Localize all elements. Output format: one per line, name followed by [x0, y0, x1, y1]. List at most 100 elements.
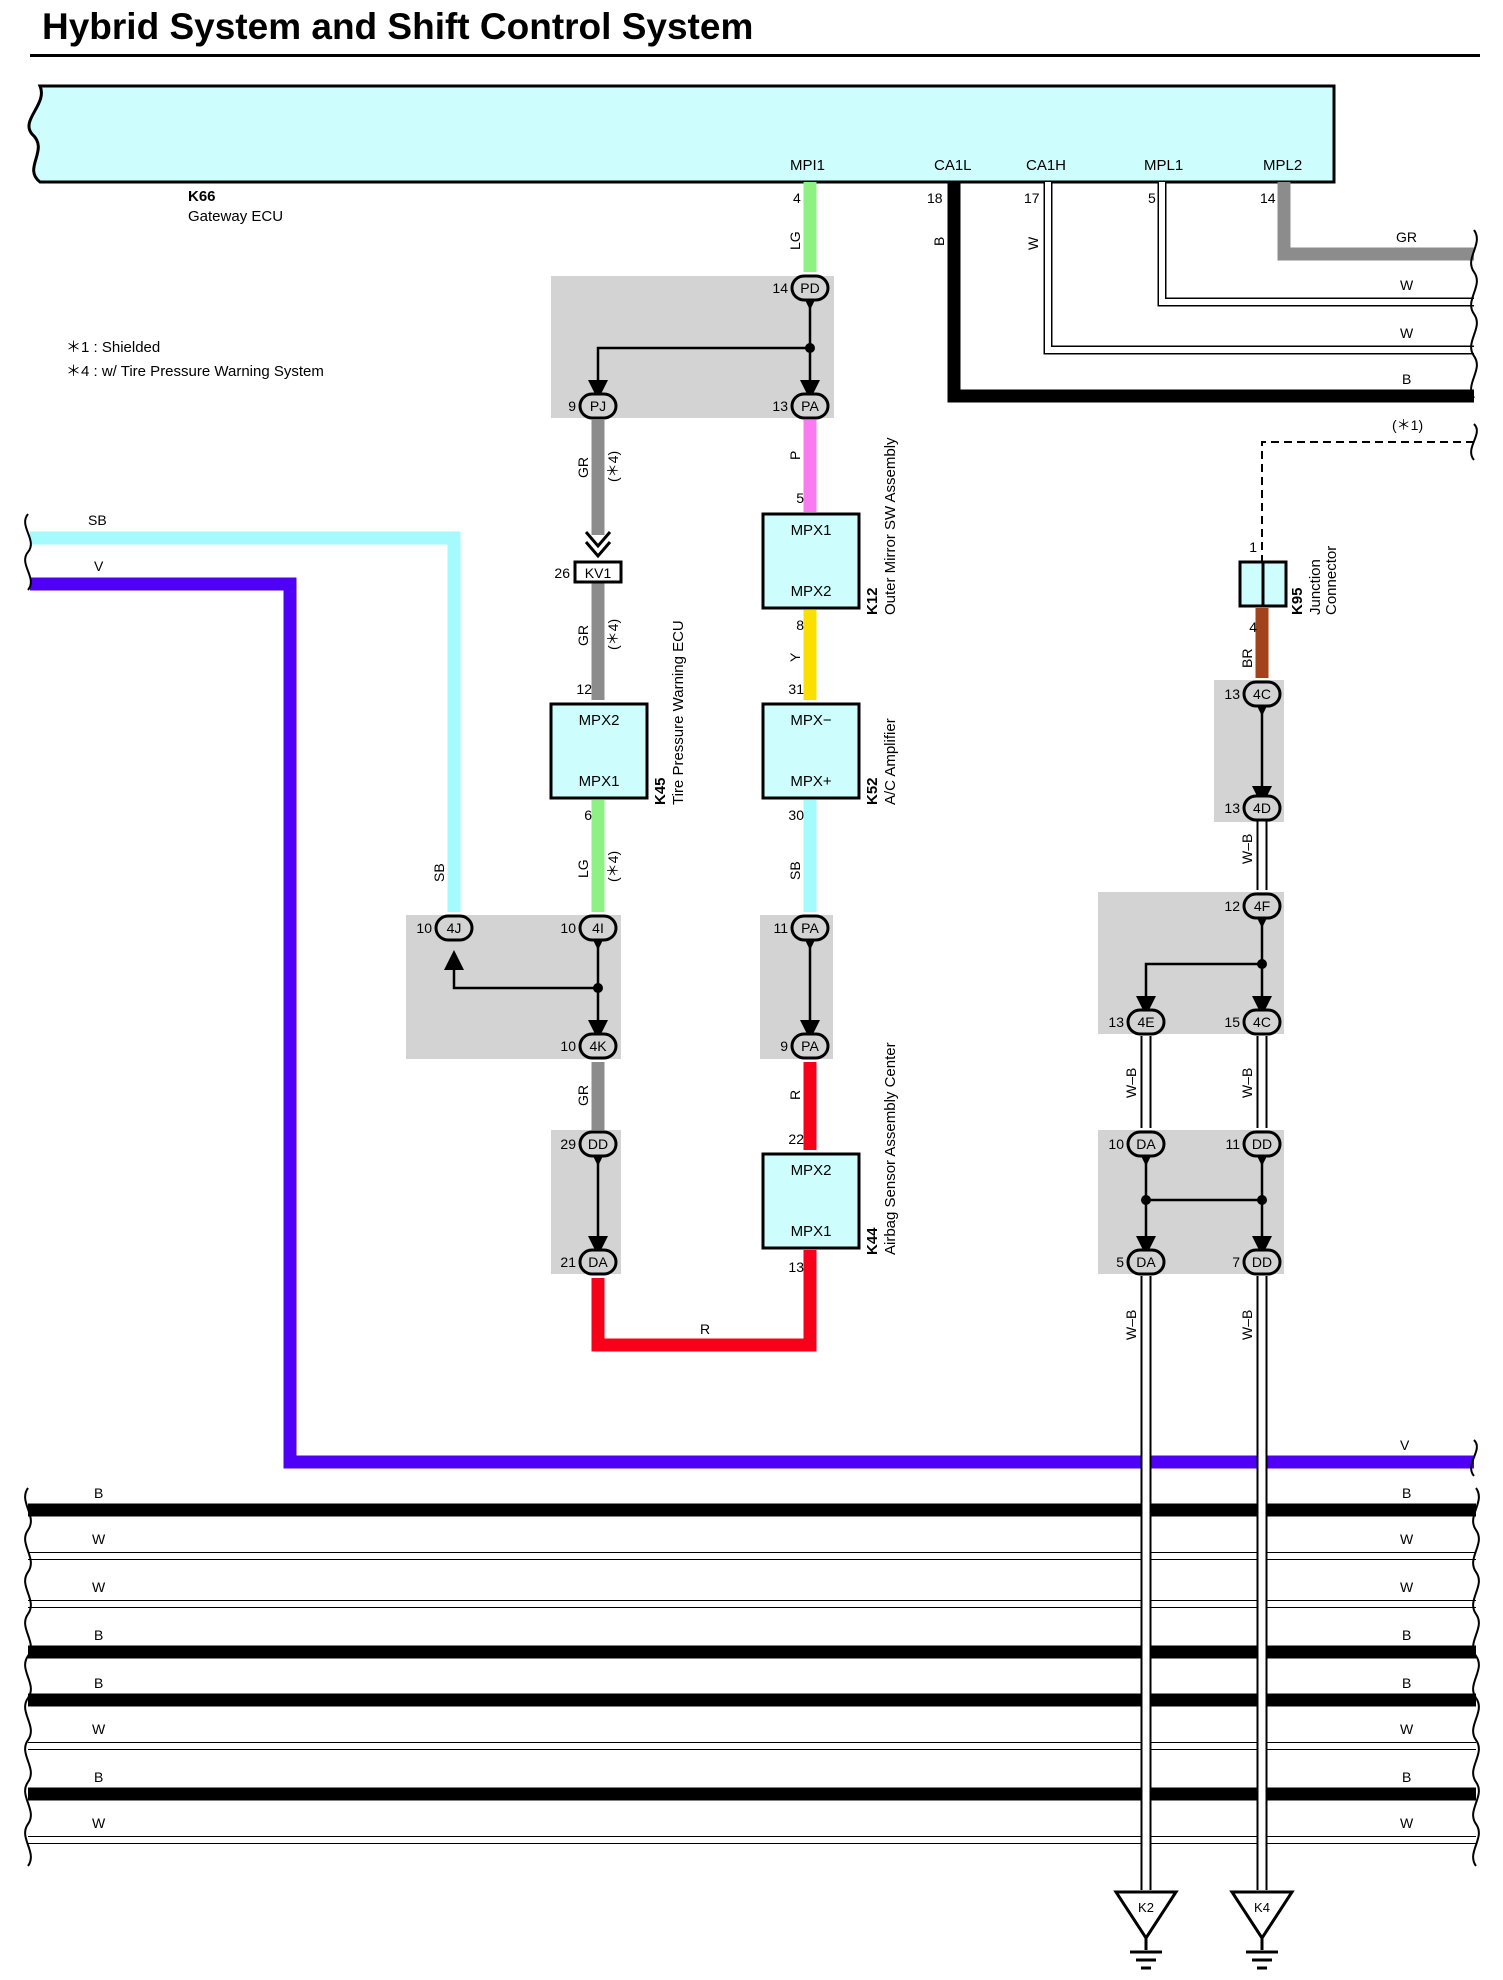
svg-text:B: B — [94, 1485, 103, 1501]
svg-text:B: B — [1402, 1675, 1411, 1691]
wire-b-ca1l — [947, 182, 1474, 403]
svg-text:W–B: W–B — [1123, 1310, 1139, 1340]
bottom-bus-labels: B W W B B W B W B W W B B W B W — [92, 1485, 1414, 1831]
svg-text:4E: 4E — [1137, 1014, 1154, 1030]
svg-text:22: 22 — [788, 1131, 804, 1147]
svg-text:W–B: W–B — [1123, 1068, 1139, 1098]
svg-text:DD: DD — [1252, 1136, 1272, 1152]
svg-text:K12: K12 — [864, 587, 881, 615]
svg-text:MPX2: MPX2 — [791, 583, 832, 600]
svg-text:SB: SB — [88, 512, 107, 528]
svg-text:4K: 4K — [589, 1038, 607, 1054]
svg-text:GR: GR — [575, 1085, 591, 1106]
svg-text:13: 13 — [772, 398, 788, 414]
svg-text:R: R — [787, 1090, 803, 1100]
svg-text:31: 31 — [788, 681, 804, 697]
page-title: Hybrid System and Shift Control System — [42, 6, 754, 47]
svg-text:DD: DD — [1252, 1254, 1272, 1270]
svg-text:PA: PA — [801, 398, 819, 414]
svg-text:4C: 4C — [1253, 1014, 1271, 1030]
ecu-name: Gateway ECU — [188, 208, 283, 225]
svg-text:W: W — [92, 1815, 106, 1831]
svg-text:7: 7 — [1232, 1254, 1240, 1270]
wire-labels: LG B W P Y SB R GR (＊4) GR (＊4) LG (＊4) … — [431, 231, 1255, 1340]
wire-v-long — [30, 577, 1474, 1469]
svg-text:18: 18 — [927, 190, 943, 206]
wire-w-mpl1 — [1157, 182, 1474, 307]
svg-text:(＊1): (＊1) — [1392, 417, 1423, 433]
svg-text:5: 5 — [1116, 1254, 1124, 1270]
svg-text:5: 5 — [796, 490, 804, 506]
svg-text:12: 12 — [576, 681, 592, 697]
component-pin-names: MPX1 MPX2 MPX− MPX+ MPX2 MPX1 MPX2 MPX1 … — [579, 522, 832, 1240]
svg-text:W: W — [1400, 1579, 1414, 1595]
svg-text:MPX2: MPX2 — [579, 712, 620, 729]
svg-text:W: W — [92, 1721, 106, 1737]
svg-text:LG: LG — [787, 231, 803, 250]
svg-text:GR: GR — [575, 457, 591, 478]
svg-text:W–B: W–B — [1239, 1310, 1255, 1340]
svg-text:B: B — [94, 1627, 103, 1643]
ground-k2-icon — [1113, 1890, 1179, 1970]
svg-text:10: 10 — [560, 1038, 576, 1054]
svg-text:CA1L: CA1L — [934, 157, 972, 174]
svg-text:V: V — [94, 558, 104, 574]
svg-text:26: 26 — [554, 565, 570, 581]
ecu-terminal-labels: MPI1 CA1L CA1H MPL1 MPL2 4 18 17 5 14 — [790, 157, 1302, 206]
svg-text:29: 29 — [560, 1136, 576, 1152]
component-pins: 5 8 31 30 12 6 22 13 1 4 26 — [554, 490, 1257, 1275]
svg-text:DD: DD — [588, 1136, 608, 1152]
connector-codes: PD PJ PA 4J 4I 4K PA PA DD DA 4C 4D 4F 4… — [447, 280, 1273, 1270]
svg-text:W: W — [92, 1579, 106, 1595]
svg-text:9: 9 — [568, 398, 576, 414]
svg-text:11: 11 — [1225, 1136, 1240, 1152]
svg-text:P: P — [787, 451, 803, 460]
svg-text:K52: K52 — [864, 777, 881, 805]
note-shielded: ＊1 : Shielded — [66, 339, 160, 356]
svg-text:W–B: W–B — [1239, 834, 1255, 864]
svg-text:4F: 4F — [1254, 898, 1270, 914]
svg-text:10: 10 — [560, 920, 576, 936]
svg-text:MPX2: MPX2 — [791, 1162, 832, 1179]
svg-text:SB: SB — [431, 863, 447, 882]
svg-text:(＊4): (＊4) — [605, 619, 621, 650]
svg-text:Tire Pressure Warning ECU: Tire Pressure Warning ECU — [670, 620, 687, 805]
svg-text:4J: 4J — [447, 920, 462, 936]
svg-text:B: B — [931, 237, 947, 246]
svg-text:13: 13 — [788, 1259, 804, 1275]
svg-text:W–B: W–B — [1239, 1068, 1255, 1098]
svg-text:MPI1: MPI1 — [790, 157, 825, 174]
wire-r-loop — [591, 1250, 817, 1352]
svg-text:W: W — [1400, 1721, 1414, 1737]
svg-text:W: W — [1400, 325, 1414, 341]
title-underline — [30, 54, 1480, 57]
wire-sb-left — [30, 531, 461, 912]
svg-text:GR: GR — [575, 625, 591, 646]
svg-text:(＊4): (＊4) — [605, 851, 621, 882]
svg-text:B: B — [1402, 1627, 1411, 1643]
svg-text:17: 17 — [1024, 190, 1040, 206]
svg-text:Connector: Connector — [1323, 546, 1340, 615]
svg-text:MPX−: MPX− — [790, 712, 832, 729]
svg-text:Outer Mirror SW Assembly: Outer Mirror SW Assembly — [882, 437, 899, 615]
bottom-bus — [28, 1503, 1476, 1844]
svg-text:4D: 4D — [1253, 800, 1271, 816]
svg-text:SB: SB — [787, 861, 803, 880]
svg-text:13: 13 — [1108, 1014, 1124, 1030]
svg-text:DA: DA — [1136, 1136, 1156, 1152]
svg-text:(＊4): (＊4) — [605, 451, 621, 482]
svg-text:13: 13 — [1224, 686, 1240, 702]
svg-text:B: B — [94, 1769, 103, 1785]
svg-text:4: 4 — [793, 190, 801, 206]
ecu-code: K66 — [188, 188, 216, 205]
wire-shield-k95 — [1261, 441, 1474, 562]
svg-text:PD: PD — [800, 280, 819, 296]
svg-text:A/C Amplifier: A/C Amplifier — [882, 718, 899, 805]
svg-text:B: B — [94, 1675, 103, 1691]
svg-text:4I: 4I — [592, 920, 604, 936]
svg-text:PA: PA — [801, 920, 819, 936]
svg-text:W: W — [1400, 1531, 1414, 1547]
svg-text:21: 21 — [560, 1254, 576, 1270]
svg-text:10: 10 — [416, 920, 432, 936]
